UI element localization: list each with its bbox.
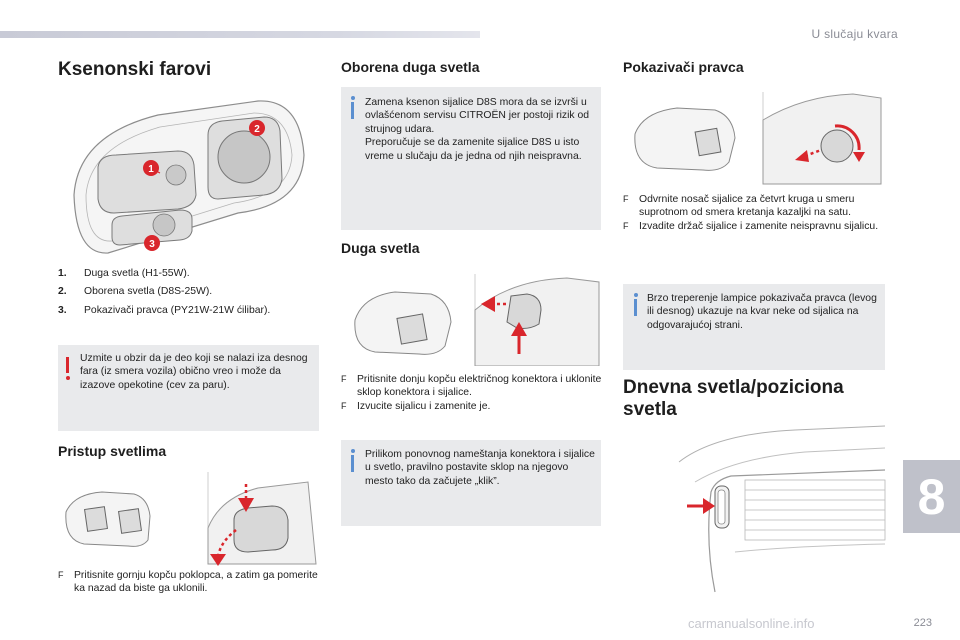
bullet-glyph: F [623, 220, 629, 231]
info-icon-dot [350, 96, 355, 100]
info-icon-dot [350, 449, 355, 453]
callout-2-label: 2 [254, 124, 260, 135]
title-xenon-headlamps: Ksenonski farovi [58, 59, 212, 80]
list-item-num: 1. [58, 268, 67, 279]
step-text: Izvadite držač sijalice i zamenite neisp… [639, 220, 879, 232]
list-item: 1. Duga svetla (H1-55W). [58, 267, 320, 280]
callout-3-label: 3 [149, 239, 155, 250]
access-diagram [65, 472, 317, 566]
list-item-text: Duga svetla (H1-55W). [84, 268, 190, 279]
callout-1-label: 1 [148, 164, 154, 175]
info-icon-dot [633, 293, 638, 297]
info-text-2: Prilikom ponovnog nameštanja konektora i… [365, 449, 595, 487]
step-text: Izvucite sijalicu i zamenite je. [357, 400, 491, 412]
step-text: Odvrnite nosač sijalice za četvrt kruga … [639, 194, 855, 219]
callout-1 [143, 160, 159, 176]
daytime-lights-diagram [678, 425, 886, 593]
warning-icon [66, 357, 69, 373]
access-steps: F Pritisnite gornju kopču poklopca, a zat… [58, 569, 320, 596]
page-number: 223 [913, 617, 932, 629]
info-icon [351, 102, 354, 119]
warning-text: Uzmite u obzir da je deo koji se nalazi … [80, 353, 308, 391]
list-item: F Pritisnite gornju kopču poklopca, a zat… [58, 569, 320, 596]
bullet-glyph: F [341, 374, 347, 384]
watermark: carmanualsonline.info [688, 616, 815, 631]
list-item: 2. Oborena svetla (D8S-25W). [58, 285, 320, 298]
info-text-3: Brzo treperenje lampice pokazivača pravc… [647, 293, 877, 331]
high-beam-steps: F Pritisnite donju kopču električnog kone… [341, 373, 603, 413]
info-icon [634, 299, 637, 316]
list-item-text: Oborena svetla (D8S-25W). [84, 286, 213, 298]
indicator-diagram [634, 92, 882, 185]
callout-2 [249, 120, 265, 136]
step-text: Pritisnite gornju kopču poklopca, a zati… [74, 570, 318, 595]
info-box-1: Zamena ksenon sijalice D8S mora da se iz… [341, 87, 601, 230]
bullet-glyph: F [341, 400, 347, 411]
bullet-glyph: F [623, 194, 629, 204]
headlamp-diagram: 1 2 3 [73, 100, 305, 254]
list-item: 3. Pokazivači pravca (PY21W-21W ćilibar). [58, 304, 320, 317]
warning-box: Uzmite u obzir da je deo koji se nalazi … [58, 345, 319, 431]
info-icon [351, 455, 354, 472]
info-box-3: Brzo treperenje lampice pokazivača pravc… [623, 284, 885, 370]
title-indicators: Pokazivači pravca [623, 59, 744, 75]
step-text: Pritisnite donju kopču električnog konek… [357, 374, 602, 399]
title-daytime-lights: Dnevna svetla/poziciona svetla [623, 377, 844, 420]
bulb-list: 1. Duga svetla (H1-55W). 2. Oborena svetla… [58, 267, 320, 322]
bullet-glyph: F [58, 570, 64, 580]
list-item: F Odvrnite nosač sijalice za četvrt kruga… [623, 193, 885, 220]
warning-icon-dot [65, 376, 70, 380]
title-dipped-beam: Oborena duga svetla [341, 59, 480, 75]
high-beam-diagram [354, 274, 600, 366]
list-item: F Izvucite sijalicu i zamenite je. [341, 400, 603, 413]
list-item: F Izvadite držač sijalice i zamenite neis… [623, 220, 885, 233]
list-item-text: Pokazivači pravca (PY21W-21W ćilibar). [84, 304, 271, 316]
list-item-num: 2. [58, 286, 67, 298]
indicator-steps: F Odvrnite nosač sijalice za četvrt kruga… [623, 193, 885, 233]
section-title: U slučaju kvara [811, 27, 898, 41]
callout-3 [144, 235, 160, 251]
list-item-num: 3. [58, 304, 67, 316]
info-box-2: Prilikom ponovnog nameštanja konektora i… [341, 440, 601, 526]
info-text-1: Zamena ksenon sijalice D8S mora da se iz… [365, 97, 590, 162]
list-item: F Pritisnite donju kopču električnog kone… [341, 373, 603, 400]
title-access: Pristup svetlima [58, 443, 167, 459]
title-high-beam: Duga svetla [341, 240, 420, 256]
header-bar [0, 31, 480, 38]
chapter-tab: 8 [903, 460, 960, 533]
